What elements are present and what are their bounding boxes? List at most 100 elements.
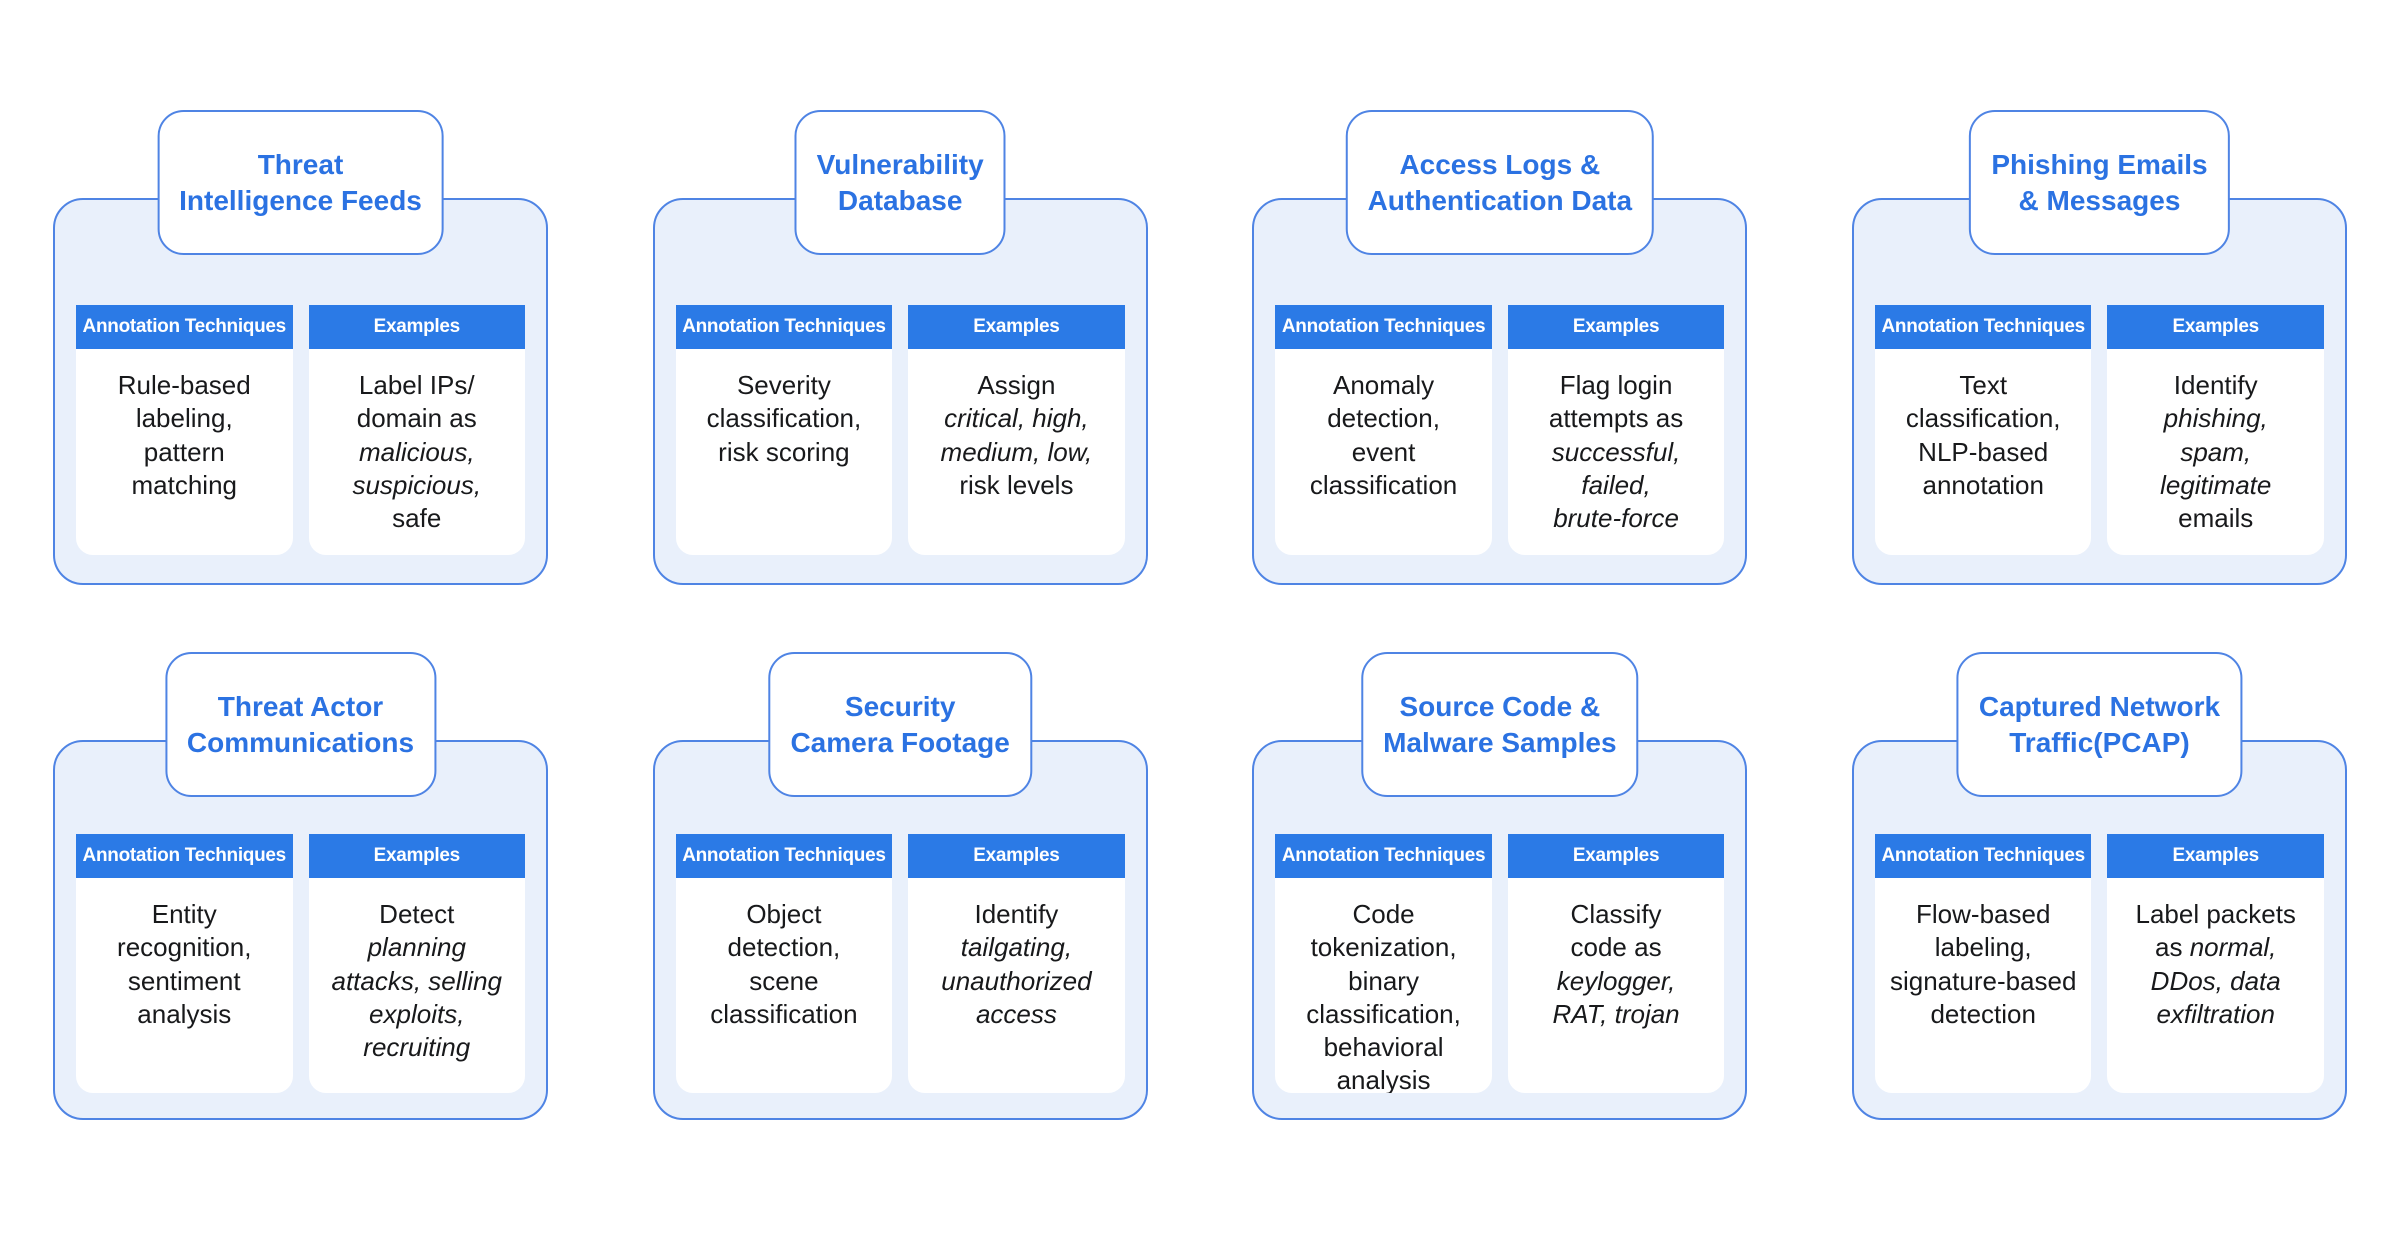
annotation-techniques-content: Entity recognition, sentiment analysis (76, 878, 293, 1093)
text-segment: Text classification, NLP-based annotatio… (1905, 370, 2061, 500)
example-label-italic: phishing, spam, legitimate (2160, 403, 2272, 500)
annotation-techniques-header: Annotation Techniques (76, 305, 293, 349)
annotation-techniques-column: Annotation Techniques Severity classific… (675, 305, 893, 583)
annotation-techniques-content: Text classification, NLP-based annotatio… (1874, 349, 2092, 555)
text-segment: Entity recognition, sentiment analysis (117, 899, 252, 1029)
annotation-techniques-content: Rule-based labeling, pattern matching (76, 349, 293, 555)
example-label-italic: successful, failed, brute-force (1551, 436, 1681, 534)
examples-column: Examples Classify code as keylogger, RAT… (1507, 834, 1725, 1118)
card-body: Annotation Techniques Severity classific… (652, 198, 1148, 585)
annotation-techniques-column: Annotation Techniques Rule-based labelin… (76, 305, 293, 583)
text-segment: Identify (974, 899, 1059, 929)
examples-content: Detect planning attacks, selling exploit… (308, 878, 525, 1093)
examples-content: Assign critical, high, medium, low, risk… (908, 349, 1125, 555)
annotation-techniques-header: Annotation Techniques (1275, 834, 1492, 878)
card-captured-network-traffic-pcap: Captured Network Traffic(PCAP) Annotatio… (1851, 652, 2347, 1120)
examples-column: Examples Identify phishing, spam, legiti… (2107, 305, 2324, 583)
annotation-techniques-column: Annotation Techniques Anomaly detection,… (1275, 305, 1492, 583)
example-label-italic: critical, high, medium, low, (940, 403, 1093, 467)
examples-column: Examples Label IPs/ domain as malicious,… (308, 305, 525, 583)
text-segment: Classify code as (1570, 899, 1662, 963)
annotation-techniques-header: Annotation Techniques (675, 834, 893, 878)
text-segment: Flag login attempts as (1548, 370, 1684, 434)
card-title: Captured Network Traffic(PCAP) (1956, 652, 2243, 797)
annotation-techniques-content: Anomaly detection, event classification (1275, 349, 1492, 555)
examples-content: Flag login attempts as successful, faile… (1507, 349, 1725, 555)
card-body: Annotation Techniques Rule-based labelin… (53, 198, 548, 585)
annotation-techniques-header: Annotation Techniques (1874, 305, 2092, 349)
card-body: Annotation Techniques Flow-based labelin… (1851, 740, 2347, 1120)
card-title: Vulnerability Database (794, 110, 1006, 255)
card-source-code-malware-samples: Source Code & Malware Samples Annotation… (1252, 652, 1748, 1120)
card-security-camera-footage: Security Camera Footage Annotation Techn… (652, 652, 1148, 1120)
text-segment: Anomaly detection, event classification (1309, 370, 1458, 500)
examples-content: Label IPs/ domain as malicious, suspicio… (308, 349, 525, 555)
annotation-techniques-column: Annotation Techniques Object detection, … (675, 834, 893, 1118)
card-title: Access Logs & Authentication Data (1345, 110, 1655, 255)
examples-content: Identify tailgating, unauthorized access (908, 878, 1125, 1093)
card-body: Annotation Techniques Code tokenization,… (1252, 740, 1748, 1120)
examples-header: Examples (1507, 834, 1725, 878)
example-label-italic: planning attacks, selling exploits, recr… (331, 932, 503, 1063)
card-title: Phishing Emails & Messages (1969, 110, 2230, 255)
examples-column: Examples Assign critical, high, medium, … (908, 305, 1125, 583)
text-segment: emails (2178, 503, 2254, 534)
annotation-techniques-column: Annotation Techniques Code tokenization,… (1275, 834, 1492, 1118)
example-label-italic: keylogger, RAT, trojan (1552, 965, 1680, 1029)
card-phishing-emails-messages: Phishing Emails & Messages Annotation Te… (1851, 110, 2347, 585)
examples-column: Examples Identify tailgating, unauthoriz… (908, 834, 1125, 1118)
annotation-techniques-content: Code tokenization, binary classification… (1275, 878, 1492, 1093)
annotation-techniques-header: Annotation Techniques (675, 305, 893, 349)
text-segment: Severity classification, risk scoring (706, 370, 862, 467)
examples-column: Examples Detect planning attacks, sellin… (308, 834, 525, 1118)
card-title: Security Camera Footage (768, 652, 1032, 797)
card-title: Threat Intelligence Feeds (157, 110, 444, 255)
card-vulnerability-database: Vulnerability Database Annotation Techni… (652, 110, 1148, 585)
examples-content: Classify code as keylogger, RAT, trojan (1507, 878, 1725, 1093)
examples-header: Examples (1507, 305, 1725, 349)
examples-header: Examples (308, 834, 525, 878)
annotation-techniques-content: Flow-based labeling, signature-based det… (1874, 878, 2092, 1093)
text-segment: safe (392, 503, 442, 534)
example-label-italic: tailgating, unauthorized access (941, 932, 1092, 1029)
annotation-techniques-header: Annotation Techniques (1874, 834, 2092, 878)
annotation-techniques-content: Severity classification, risk scoring (675, 349, 893, 555)
text-segment: Identify (2173, 370, 2258, 400)
annotation-techniques-header: Annotation Techniques (76, 834, 293, 878)
text-segment: Rule-based labeling, pattern matching (117, 370, 251, 500)
text-segment: Label IPs/ domain as (356, 370, 477, 434)
examples-content: Label packets as normal, DDos, data exfi… (2107, 878, 2324, 1093)
text-segment: Code tokenization, binary classification… (1306, 899, 1461, 1093)
card-access-logs-authentication-data: Access Logs & Authentication Data Annota… (1252, 110, 1748, 585)
example-label-italic: malicious, suspicious, (352, 436, 482, 500)
examples-column: Examples Flag login attempts as successf… (1507, 305, 1725, 583)
card-title: Threat Actor Communications (164, 652, 437, 797)
card-body: Annotation Techniques Object detection, … (652, 740, 1148, 1120)
card-body: Annotation Techniques Anomaly detection,… (1252, 198, 1748, 585)
examples-header: Examples (308, 305, 525, 349)
card-body: Annotation Techniques Entity recognition… (53, 740, 548, 1120)
annotation-techniques-column: Annotation Techniques Entity recognition… (76, 834, 293, 1118)
card-title: Source Code & Malware Samples (1361, 652, 1639, 797)
annotation-techniques-header: Annotation Techniques (1275, 305, 1492, 349)
example-label-italic: normal, DDos, data exfiltration (2150, 932, 2281, 1029)
card-threat-actor-communications: Threat Actor Communications Annotation T… (53, 652, 548, 1120)
card-body: Annotation Techniques Text classificatio… (1851, 198, 2347, 585)
cards-grid: Threat Intelligence Feeds Annotation Tec… (53, 110, 2347, 1120)
examples-header: Examples (908, 834, 1125, 878)
text-segment: risk levels (959, 469, 1074, 500)
examples-header: Examples (2107, 834, 2324, 878)
examples-header: Examples (908, 305, 1125, 349)
annotation-techniques-column: Annotation Techniques Text classificatio… (1874, 305, 2092, 583)
text-segment: Flow-based labeling, signature-based det… (1889, 899, 2077, 1029)
annotation-techniques-column: Annotation Techniques Flow-based labelin… (1874, 834, 2092, 1118)
examples-column: Examples Label packets as normal, DDos, … (2107, 834, 2324, 1118)
text-segment: Label packets as (2135, 899, 2296, 963)
card-threat-intelligence-feeds: Threat Intelligence Feeds Annotation Tec… (53, 110, 548, 585)
text-segment: Object detection, scene classification (710, 899, 858, 1029)
examples-header: Examples (2107, 305, 2324, 349)
text-segment: Assign (977, 370, 1056, 400)
text-segment: Detect (379, 899, 455, 929)
annotation-techniques-content: Object detection, scene classification (675, 878, 893, 1093)
